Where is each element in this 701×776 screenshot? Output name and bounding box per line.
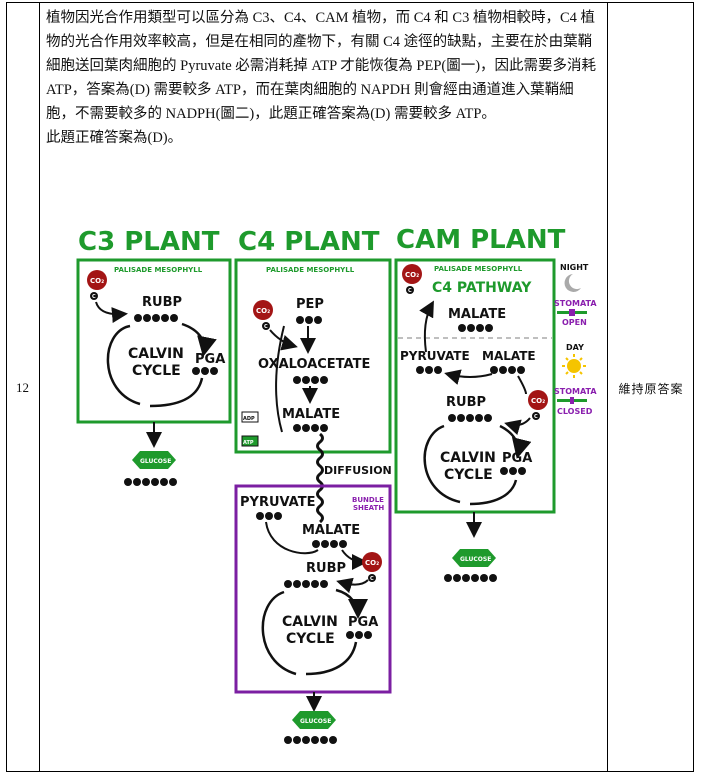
svg-text:ATP: ATP — [243, 440, 254, 446]
bs-malate-label: MALATE — [302, 523, 360, 538]
calvin-label: CALVIN — [282, 614, 338, 630]
pep-label: PEP — [296, 297, 324, 312]
carbon-icon — [368, 574, 376, 582]
glucose-icon — [132, 451, 176, 469]
calvin-label: CALVIN — [128, 346, 184, 362]
svg-text:C: C — [408, 288, 412, 294]
svg-text:C: C — [534, 414, 538, 420]
stomata-open-label-2: OPEN — [562, 318, 587, 327]
column-divider — [607, 2, 608, 772]
glucose-carbon-chain — [124, 478, 177, 486]
co2-molecule-icon — [87, 270, 107, 290]
answer-line: 此題正確答案為(D)。 — [46, 130, 183, 146]
stomata-closed-label-2: CLOSED — [557, 407, 593, 416]
row-number: 12 — [16, 380, 29, 395]
co2-molecule-icon — [528, 390, 548, 410]
answer-explanation: 植物因光合作用類型可以區分為 C3、C4、CAM 植物，而 C4 和 C3 植物… — [46, 6, 601, 150]
svg-text:C: C — [370, 576, 374, 582]
oxaloacetate-label: OXALOACETATE — [258, 357, 370, 372]
carbon-icon — [262, 322, 270, 330]
c4-title: C4 PLANT — [238, 227, 380, 257]
moon-icon — [564, 274, 581, 292]
glucose-icon — [292, 711, 336, 729]
explanation-paragraph: 植物因光合作用類型可以區分為 C3、C4、CAM 植物，而 C4 和 C3 植物… — [46, 10, 597, 122]
svg-text:CO₂: CO₂ — [90, 277, 104, 285]
c4-malate-label: MALATE — [282, 407, 340, 422]
sun-icon — [562, 354, 586, 378]
cam-title: CAM PLANT — [396, 225, 566, 255]
svg-text:C: C — [264, 324, 268, 330]
table-frame — [6, 2, 694, 772]
cycle-label: CYCLE — [132, 363, 181, 379]
c3-pga-label: PGA — [195, 352, 225, 367]
cycle-label: CYCLE — [286, 631, 335, 647]
bs-pga-label: PGA — [348, 615, 378, 630]
diffusion-label: DIFFUSION — [324, 464, 392, 477]
svg-text:GLUCOSE: GLUCOSE — [300, 718, 331, 725]
cam-c4-pathway-label: C4 PATHWAY — [432, 280, 532, 296]
glucose-icon — [452, 549, 496, 567]
cam-pyruvate-label: PYRUVATE — [400, 349, 470, 363]
glucose-carbon-chain — [444, 574, 497, 582]
c3-box-label: PALISADE MESOPHYLL — [114, 266, 203, 274]
cam-rubp-label: RUBP — [446, 395, 486, 410]
carbon-icon — [406, 286, 414, 294]
c4-box-label: PALISADE MESOPHYLL — [266, 266, 355, 274]
cycle-label: CYCLE — [444, 467, 493, 483]
svg-text:GLUCOSE: GLUCOSE — [140, 458, 171, 465]
night-label: NIGHT — [560, 263, 589, 272]
glucose-carbon-chain — [284, 736, 337, 744]
svg-text:C: C — [92, 294, 96, 300]
svg-text:GLUCOSE: GLUCOSE — [460, 556, 491, 563]
bs-rubp-label: RUBP — [306, 561, 346, 576]
adp-battery-icon — [241, 411, 259, 423]
co2-molecule-icon — [402, 264, 422, 284]
co2-molecule-icon — [253, 300, 273, 320]
cam-box-label: PALISADE MESOPHYLL — [434, 265, 523, 273]
cam-malate2-label: MALATE — [482, 349, 536, 363]
carbon-icon — [532, 412, 540, 420]
c3-title: C3 PLANT — [78, 227, 220, 257]
atp-battery-icon — [241, 435, 259, 447]
rubp-carbon-chain — [134, 314, 178, 322]
svg-text:CO₂: CO₂ — [256, 307, 270, 315]
photosynthesis-diagram: C3 PLANT C4 PLANT CAM PLANT PALISADE MES… — [76, 225, 597, 744]
carbon-icon — [90, 292, 98, 300]
c4-mesophyll-box — [234, 258, 392, 454]
bs-pyruvate-label: PYRUVATE — [240, 495, 316, 510]
co2-molecule-icon — [362, 552, 382, 572]
cam-pga-label: PGA — [502, 451, 532, 466]
diffusion-path — [316, 432, 324, 524]
svg-text:CO₂: CO₂ — [405, 271, 419, 279]
bundle-sheath-label-1: BUNDLE — [352, 496, 384, 504]
calvin-label: CALVIN — [440, 450, 496, 466]
bundle-sheath-label-2: SHEATH — [353, 504, 384, 512]
svg-text:CO₂: CO₂ — [365, 559, 379, 567]
column-divider — [39, 2, 40, 772]
stomata-open-label-1: STOMATA — [554, 299, 597, 308]
c3-rubp-label: RUBP — [142, 295, 182, 310]
row-note: 維持原答案 — [618, 382, 684, 396]
svg-text:CO₂: CO₂ — [531, 397, 545, 405]
cam-malate-label: MALATE — [448, 307, 506, 322]
stomata-closed-label-1: STOMATA — [554, 387, 597, 396]
svg-text:ADP: ADP — [243, 416, 255, 422]
day-label: DAY — [566, 343, 584, 352]
